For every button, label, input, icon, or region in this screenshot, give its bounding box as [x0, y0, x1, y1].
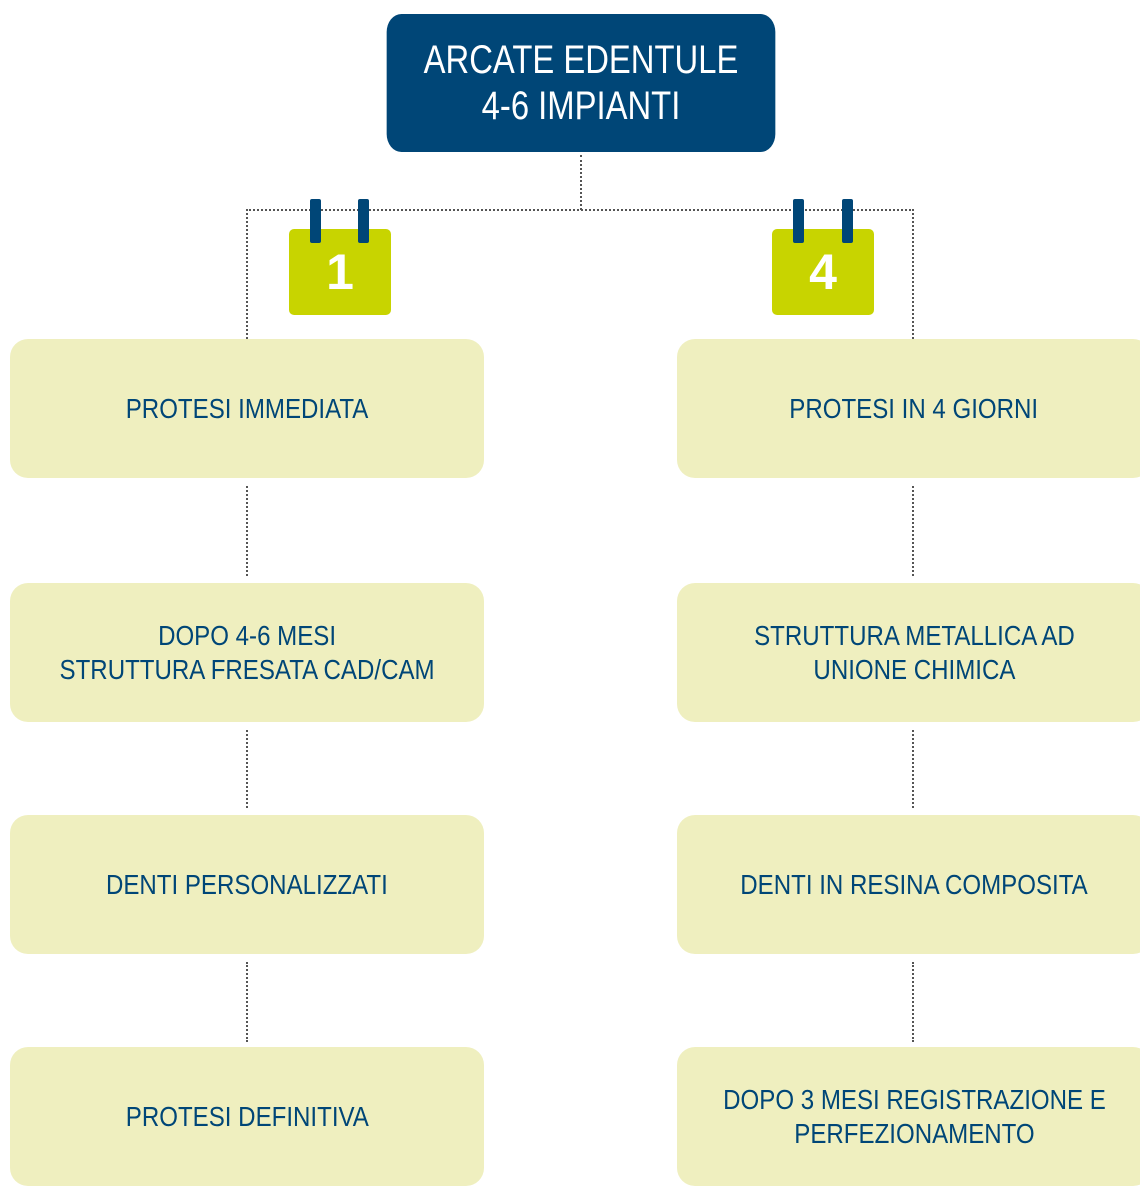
step-connector: [246, 730, 248, 808]
calendar-number-left: 1: [326, 244, 354, 300]
title-connector: [580, 155, 582, 210]
step-connector: [246, 486, 248, 576]
right-branch-connector: [912, 209, 914, 339]
title-line-1: ARCATE EDENTULE: [423, 38, 739, 82]
left-step-1: PROTESI IMMEDIATA: [10, 339, 484, 478]
calendar-ring-icon: [842, 199, 853, 243]
step-connector: [912, 730, 914, 808]
calendar-number-right: 4: [809, 244, 837, 300]
left-step-3: DENTI PERSONALIZZATI: [10, 815, 484, 954]
step-connector: [912, 486, 914, 576]
left-branch-connector: [246, 209, 248, 339]
step-label: DOPO 3 MESI REGISTRAZIONE E PERFEZIONAME…: [722, 1083, 1106, 1149]
step-label: PROTESI DEFINITIVA: [125, 1100, 369, 1132]
left-step-2: DOPO 4-6 MESI STRUTTURA FRESATA CAD/CAM: [10, 583, 484, 722]
calendar-icon-left: 1: [289, 229, 391, 315]
step-label: PROTESI IN 4 GIORNI: [789, 392, 1039, 424]
right-step-4: DOPO 3 MESI REGISTRAZIONE E PERFEZIONAME…: [677, 1047, 1140, 1186]
title-line-2: 4-6 IMPIANTI: [481, 84, 681, 128]
branch-connector: [246, 209, 914, 211]
diagram-title: ARCATE EDENTULE 4-6 IMPIANTI: [386, 14, 776, 152]
calendar-ring-icon: [310, 199, 321, 243]
right-step-2: STRUTTURA METALLICA AD UNIONE CHIMICA: [677, 583, 1140, 722]
step-connector: [912, 962, 914, 1042]
step-label: DENTI PERSONALIZZATI: [106, 868, 388, 900]
calendar-ring-icon: [793, 199, 804, 243]
step-label: DOPO 4-6 MESI STRUTTURA FRESATA CAD/CAM: [59, 619, 435, 685]
right-step-3: DENTI IN RESINA COMPOSITA: [677, 815, 1140, 954]
step-label: PROTESI IMMEDIATA: [125, 392, 369, 424]
step-label: DENTI IN RESINA COMPOSITA: [740, 868, 1088, 900]
calendar-icon-right: 4: [772, 229, 874, 315]
calendar-ring-icon: [358, 199, 369, 243]
step-connector: [246, 962, 248, 1042]
right-step-1: PROTESI IN 4 GIORNI: [677, 339, 1140, 478]
step-label: STRUTTURA METALLICA AD UNIONE CHIMICA: [753, 619, 1075, 685]
left-step-4: PROTESI DEFINITIVA: [10, 1047, 484, 1186]
